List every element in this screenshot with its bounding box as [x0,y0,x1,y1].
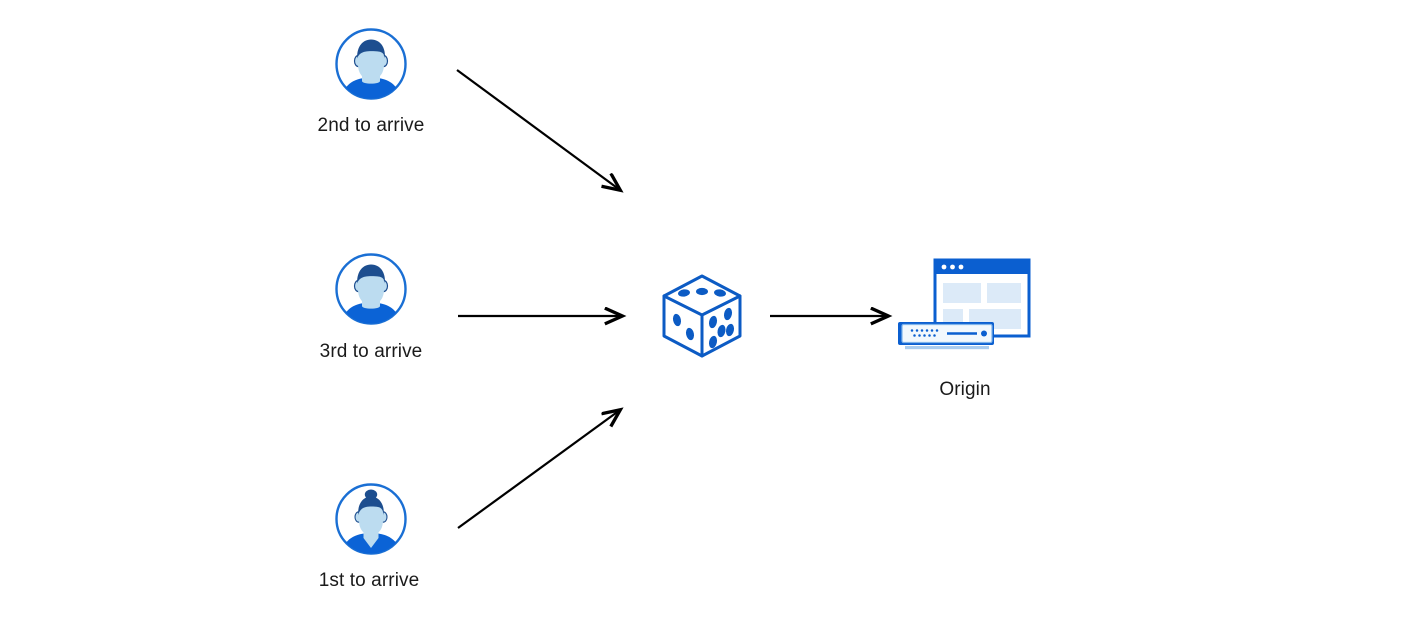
router-device-icon [898,322,994,350]
node-label-origin-server: Origin [939,379,991,400]
node-label-client-1st: 1st to arrive [318,570,420,591]
node-label-client-2nd: 2nd to arrive [317,115,425,136]
dice-cube-icon [662,274,742,358]
user-avatar-male-icon [335,28,407,100]
user-avatar-female-icon [335,483,407,555]
arrow-1st-to-dice [457,410,620,529]
origin-server-browser-icon [898,258,1031,350]
node-label-client-3rd: 3rd to arrive [319,341,423,362]
user-avatar-male-icon [335,253,407,325]
